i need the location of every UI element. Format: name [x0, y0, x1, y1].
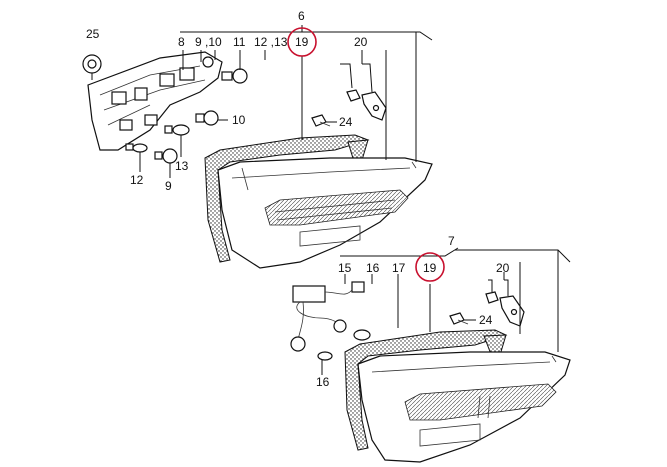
highlight-circle-bottom: [415, 252, 445, 282]
bulb-9: [154, 148, 178, 164]
bracket-20-top: [346, 89, 387, 121]
bracket-20-bottom: [485, 291, 525, 327]
bulb-13: [164, 124, 190, 136]
label-6: 6: [298, 9, 305, 23]
bolt-24-bottom: [449, 312, 469, 325]
label-10: 10: [232, 113, 246, 127]
label-7: 7: [448, 234, 455, 248]
highlight-circle-top: [287, 27, 317, 57]
label-12-13: 12 ,13: [254, 35, 288, 49]
label-20-top: 20: [354, 35, 368, 49]
label-8: 8: [178, 35, 185, 49]
label-25: 25: [86, 27, 100, 41]
bulb-12: [125, 143, 148, 153]
bolt-24-top: [311, 114, 331, 127]
bulb-11: [221, 68, 248, 84]
nut-part-25: [82, 54, 102, 74]
label-15: 15: [338, 261, 352, 275]
tail-light-top: [204, 134, 433, 269]
leader-lines-bottom: [321, 247, 571, 375]
label-16-top: 16: [366, 261, 380, 275]
label-19-top: 19: [295, 35, 309, 49]
label-17: 17: [392, 261, 406, 275]
bulb-10: [195, 110, 219, 126]
label-12: 12: [130, 173, 144, 187]
label-20-bottom: 20: [496, 261, 510, 275]
label-9-10: 9 ,10: [195, 35, 222, 49]
wiring-harness: [290, 281, 371, 361]
label-11: 11: [233, 35, 246, 49]
label-16-bottom: 16: [316, 375, 330, 389]
label-24-bottom: 24: [479, 313, 493, 327]
label-24-top: 24: [339, 115, 353, 129]
bulb-carrier-plate: [87, 51, 223, 151]
tail-light-bottom: [344, 329, 571, 463]
label-9: 9: [165, 179, 172, 193]
label-19-bottom: 19: [423, 261, 437, 275]
label-13: 13: [175, 159, 189, 173]
